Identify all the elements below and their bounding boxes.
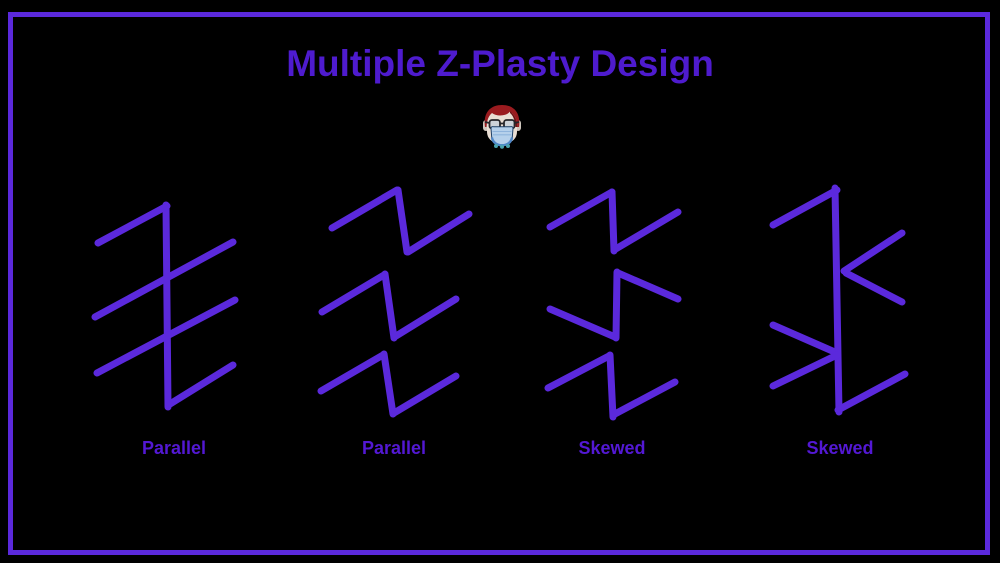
glasses-bridge-icon (484, 121, 520, 125)
zplasty-limb (404, 210, 473, 256)
zplasty-limb (769, 186, 841, 229)
zplasty-limb (166, 361, 237, 408)
zplasty-limb (93, 296, 239, 377)
zplasty-limb (546, 188, 616, 231)
diagram-multiple-zplasty-skewed-separate (544, 188, 684, 421)
zplasty-limb (610, 208, 682, 254)
zplasty-limb (94, 202, 171, 247)
zplasty-limb (834, 370, 909, 414)
mask-scallop (506, 144, 510, 148)
zplasty-limb (380, 350, 397, 418)
diagram-multiple-zplasty-skewed-shared-limb (769, 184, 909, 416)
zplasty-lines-parallel-shared (91, 201, 239, 411)
zplasty-lines-skewed-separate (544, 188, 682, 421)
zplasty-limb (394, 186, 411, 256)
diagram-label-parallel-1: Parallel (141, 438, 207, 458)
surgeon-avatar-graphic (483, 105, 521, 149)
surgeon-avatar (482, 104, 522, 149)
border-frame (8, 12, 990, 555)
mask-scallop (494, 144, 498, 148)
zplasty-limb (328, 186, 401, 232)
zplasty-limb (390, 372, 460, 417)
diagram-multiple-zplasty-parallel-shared-limb (90, 200, 240, 412)
page-title: Multiple Z-Plasty Design (286, 43, 714, 84)
zplasty-lines-skewed-shared (769, 184, 909, 416)
zplasty-limb (612, 268, 621, 342)
diagram-label-parallel-2: Parallel (361, 438, 427, 458)
zplasty-limb (769, 321, 841, 357)
hair (484, 105, 520, 127)
mask-scallop (500, 144, 504, 149)
zplasty-limb (606, 351, 617, 421)
zplasty-lines-parallel-separate (317, 186, 473, 418)
zplasty-limb (91, 238, 237, 321)
zplasty-limb (544, 352, 613, 392)
zplasty-limb (392, 295, 460, 340)
diagram-label-skewed-1: Skewed (578, 438, 646, 458)
zplasty-limb (769, 351, 841, 390)
zplasty-limb (614, 269, 682, 303)
zplasty-limb (317, 351, 387, 395)
zplasty-limb (162, 201, 172, 411)
mask-folds (492, 130, 512, 136)
zplasty-limb (840, 229, 906, 275)
zplasty-limb (609, 378, 679, 419)
zplasty-limb (318, 271, 388, 316)
zplasty-limb (842, 269, 906, 306)
zplasty-limb (381, 270, 398, 342)
zplasty-limb (546, 305, 619, 341)
zplasty-limb (608, 188, 618, 255)
diagram-label-skewed-2: Skewed (806, 438, 874, 458)
zplasty-limb (831, 184, 843, 416)
diagram-multiple-zplasty-parallel-separate (315, 186, 475, 418)
